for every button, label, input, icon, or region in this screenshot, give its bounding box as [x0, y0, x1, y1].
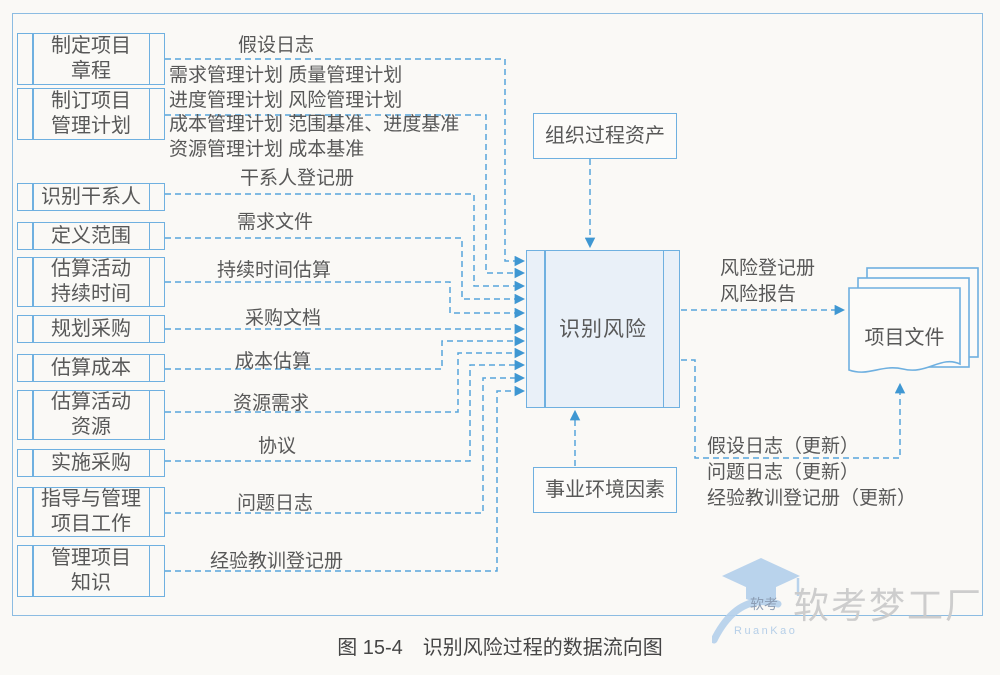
flow-label-agreements: 协议 — [258, 436, 297, 457]
flow-label-requirements-doc: 需求文件 — [237, 212, 314, 233]
process-box-label: 制定项目 章程 — [51, 35, 131, 82]
process-box-estimate-durations: 估算活动 持续时间 — [17, 257, 165, 307]
process-box-plan-procurement: 规划采购 — [17, 315, 165, 343]
process-box-label: 估算活动 资源 — [51, 391, 131, 438]
identify-risks-label: 识别风险 — [559, 317, 647, 341]
process-box-label: 规划采购 — [51, 317, 131, 340]
box-eef: 事业环境因素 — [533, 467, 677, 513]
flow-label-stakeholder-register: 干系人登记册 — [240, 168, 355, 189]
opa-label: 组织过程资产 — [545, 124, 665, 147]
process-box-label: 定义范围 — [51, 224, 131, 247]
output-label-updates: 假设日志（更新） 问题日志（更新） 经验教训登记册（更新） — [707, 436, 917, 509]
box-opa: 组织过程资产 — [533, 113, 677, 159]
project-documents-label: 项目文件 — [864, 327, 945, 349]
flow-label-cost-estimates: 成本估算 — [235, 351, 312, 372]
process-box-label: 指导与管理 项目工作 — [41, 488, 141, 535]
process-box-manage-knowledge: 管理项目 知识 — [17, 545, 165, 597]
flow-label-duration-estimates: 持续时间估算 — [217, 260, 332, 281]
diagram-frame — [12, 13, 983, 616]
process-box-label: 估算活动 持续时间 — [51, 258, 131, 305]
process-box-estimate-costs: 估算成本 — [17, 354, 165, 382]
output-label-register-report: 风险登记册 风险报告 — [720, 258, 816, 305]
process-box-label: 识别干系人 — [41, 185, 141, 208]
process-box-label: 管理项目 知识 — [51, 547, 131, 594]
eef-label: 事业环境因素 — [545, 478, 665, 501]
process-box-direct-manage-work: 指导与管理 项目工作 — [17, 487, 165, 537]
process-box-label: 制订项目 管理计划 — [51, 90, 131, 137]
flow-label-lessons-register: 经验教训登记册 — [210, 551, 344, 572]
flow-label-resource-requirements: 资源需求 — [233, 393, 310, 414]
figure-caption: 图 15-4 识别风险过程的数据流向图 — [337, 637, 663, 659]
watermark-brand-text: 软考梦工厂 — [793, 585, 984, 626]
flow-label-issue-log: 问题日志 — [237, 493, 314, 514]
process-box-identify-risks: 识别风险 — [526, 250, 680, 408]
process-box-develop-pm-plan: 制订项目 管理计划 — [17, 88, 165, 140]
process-box-develop-charter: 制定项目 章程 — [17, 33, 165, 85]
process-box-label: 估算成本 — [51, 356, 131, 379]
process-box-label: 实施采购 — [51, 451, 131, 474]
process-box-define-scope: 定义范围 — [17, 222, 165, 250]
flow-label-procurement-docs: 采购文档 — [245, 308, 322, 329]
process-box-estimate-resources: 估算活动 资源 — [17, 390, 165, 440]
flow-label-mgmt-plans: 需求管理计划 质量管理计划 进度管理计划 风险管理计划 成本管理计划 范围基准、… — [169, 65, 460, 160]
process-box-identify-stakeholders: 识别干系人 — [17, 183, 165, 211]
flow-label-assumption-log: 假设日志 — [238, 35, 315, 56]
process-box-conduct-procurement: 实施采购 — [17, 449, 165, 477]
